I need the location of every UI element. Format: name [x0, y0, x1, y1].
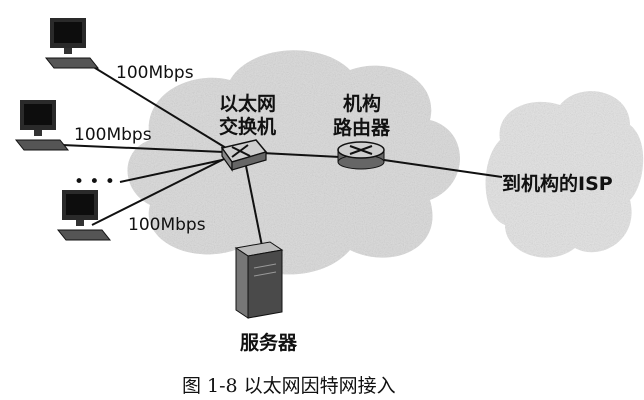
rate-label-pc1: 100Mbps [116, 63, 194, 83]
switch-label-line1: 以太网 [219, 92, 276, 115]
rate-label-pc3: 100Mbps [128, 215, 206, 235]
router-icon [338, 142, 384, 169]
server-label: 服务器 [240, 331, 298, 354]
server-icon [236, 242, 282, 318]
more-hosts-ellipsis: • • • [74, 172, 115, 192]
router-label-line2: 路由器 [333, 116, 391, 139]
switch-label-line2: 交换机 [219, 115, 276, 138]
rate-label-pc2: 100Mbps [74, 125, 152, 145]
computer-icon [16, 100, 68, 150]
isp-label: 到机构的ISP [502, 172, 613, 195]
figure-caption: 图 1-8 以太网因特网接入 [182, 375, 396, 397]
institution-cloud [128, 50, 461, 274]
router-label-line1: 机构 [343, 92, 381, 115]
computer-icon [46, 18, 98, 68]
computer-icon [58, 190, 110, 240]
